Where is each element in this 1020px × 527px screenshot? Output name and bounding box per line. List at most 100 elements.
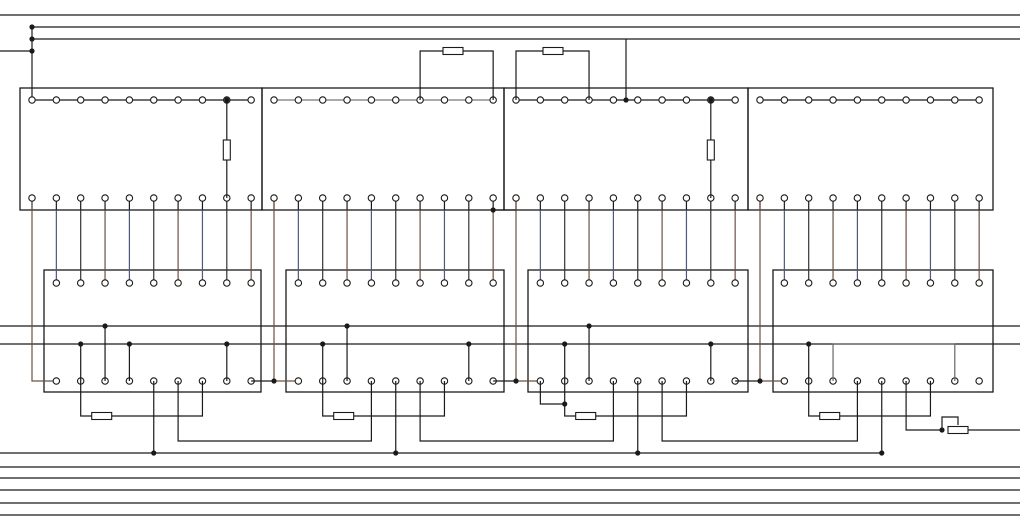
resistor [542,46,564,56]
wire [539,381,565,405]
terminal [294,377,303,385]
terminal [52,279,61,287]
terminal [853,96,862,104]
terminal [343,194,351,202]
terminal [609,279,618,287]
terminal [975,377,983,385]
junction-dot [126,341,132,347]
terminal [902,96,910,104]
terminal [731,194,739,202]
junction-dot [466,341,472,347]
terminal [150,96,158,104]
junction-dot [623,97,629,103]
terminal [780,194,789,202]
terminal [247,96,255,104]
terminal [951,96,959,104]
lower-module-4 [772,269,994,393]
terminal [101,194,109,202]
terminal [28,194,36,202]
junction-dot [490,207,496,213]
terminal [951,279,959,287]
terminal [465,279,473,287]
terminal [658,96,666,104]
cross-link [661,381,859,442]
junction-dot [635,450,641,456]
terminal [707,279,715,287]
terminal [198,279,207,287]
terminal [367,96,376,104]
terminal [780,279,789,287]
terminal [853,194,862,202]
terminal [343,96,351,104]
terminal [391,194,400,202]
cross-link [419,381,615,442]
pot-wiper [941,416,959,430]
junction-dot [586,323,592,329]
terminal [318,279,327,287]
junction-dot [344,323,350,329]
resistor [947,425,969,435]
terminal [585,194,593,202]
terminal [853,279,862,287]
terminal [780,96,789,104]
terminal [975,194,983,202]
terminal [658,279,666,287]
lower-module-2 [285,269,505,393]
terminal [440,194,449,202]
terminal [489,194,497,202]
cross-link [177,381,372,442]
terminal [536,194,545,202]
terminal [416,194,424,202]
terminal [294,279,303,287]
junction-dot [29,24,35,30]
terminal [536,96,545,104]
junction-dot [879,450,885,456]
junction-dot [708,97,714,103]
upper-module-2 [261,87,505,211]
feed-wire [759,198,785,382]
terminal [633,96,642,104]
terminal [560,194,569,202]
terminal [125,96,134,104]
resistor-loop [515,50,590,100]
terminal [52,194,61,202]
terminal [198,96,207,104]
junction-dot [393,450,399,456]
terminal [367,279,376,287]
junction-dot [224,341,230,347]
terminal [585,279,593,287]
terminal [756,194,764,202]
terminal [125,279,134,287]
terminal [780,377,789,385]
lower-module-1 [43,269,262,393]
terminal [731,96,739,104]
terminal [101,279,109,287]
terminal [76,194,85,202]
terminal [804,279,813,287]
terminal [294,96,303,104]
terminal [150,279,158,287]
terminal [318,96,327,104]
terminal [682,96,691,104]
lower-module-3 [527,269,749,393]
terminal [294,194,303,202]
terminal [367,194,376,202]
terminal [270,96,278,104]
terminal [440,279,449,287]
terminal [343,279,351,287]
terminal [731,279,739,287]
terminal [682,194,691,202]
junction-dot [29,36,35,42]
junction-dot [102,323,108,329]
terminal [318,194,327,202]
terminal [247,279,255,287]
junction-dot [708,341,714,347]
terminal [926,279,935,287]
terminal [28,96,36,104]
terminal [902,279,910,287]
resistor [575,411,597,421]
junction-dot [806,341,812,347]
resistor [442,46,464,56]
terminal [682,279,691,287]
junction-dot [562,401,568,407]
